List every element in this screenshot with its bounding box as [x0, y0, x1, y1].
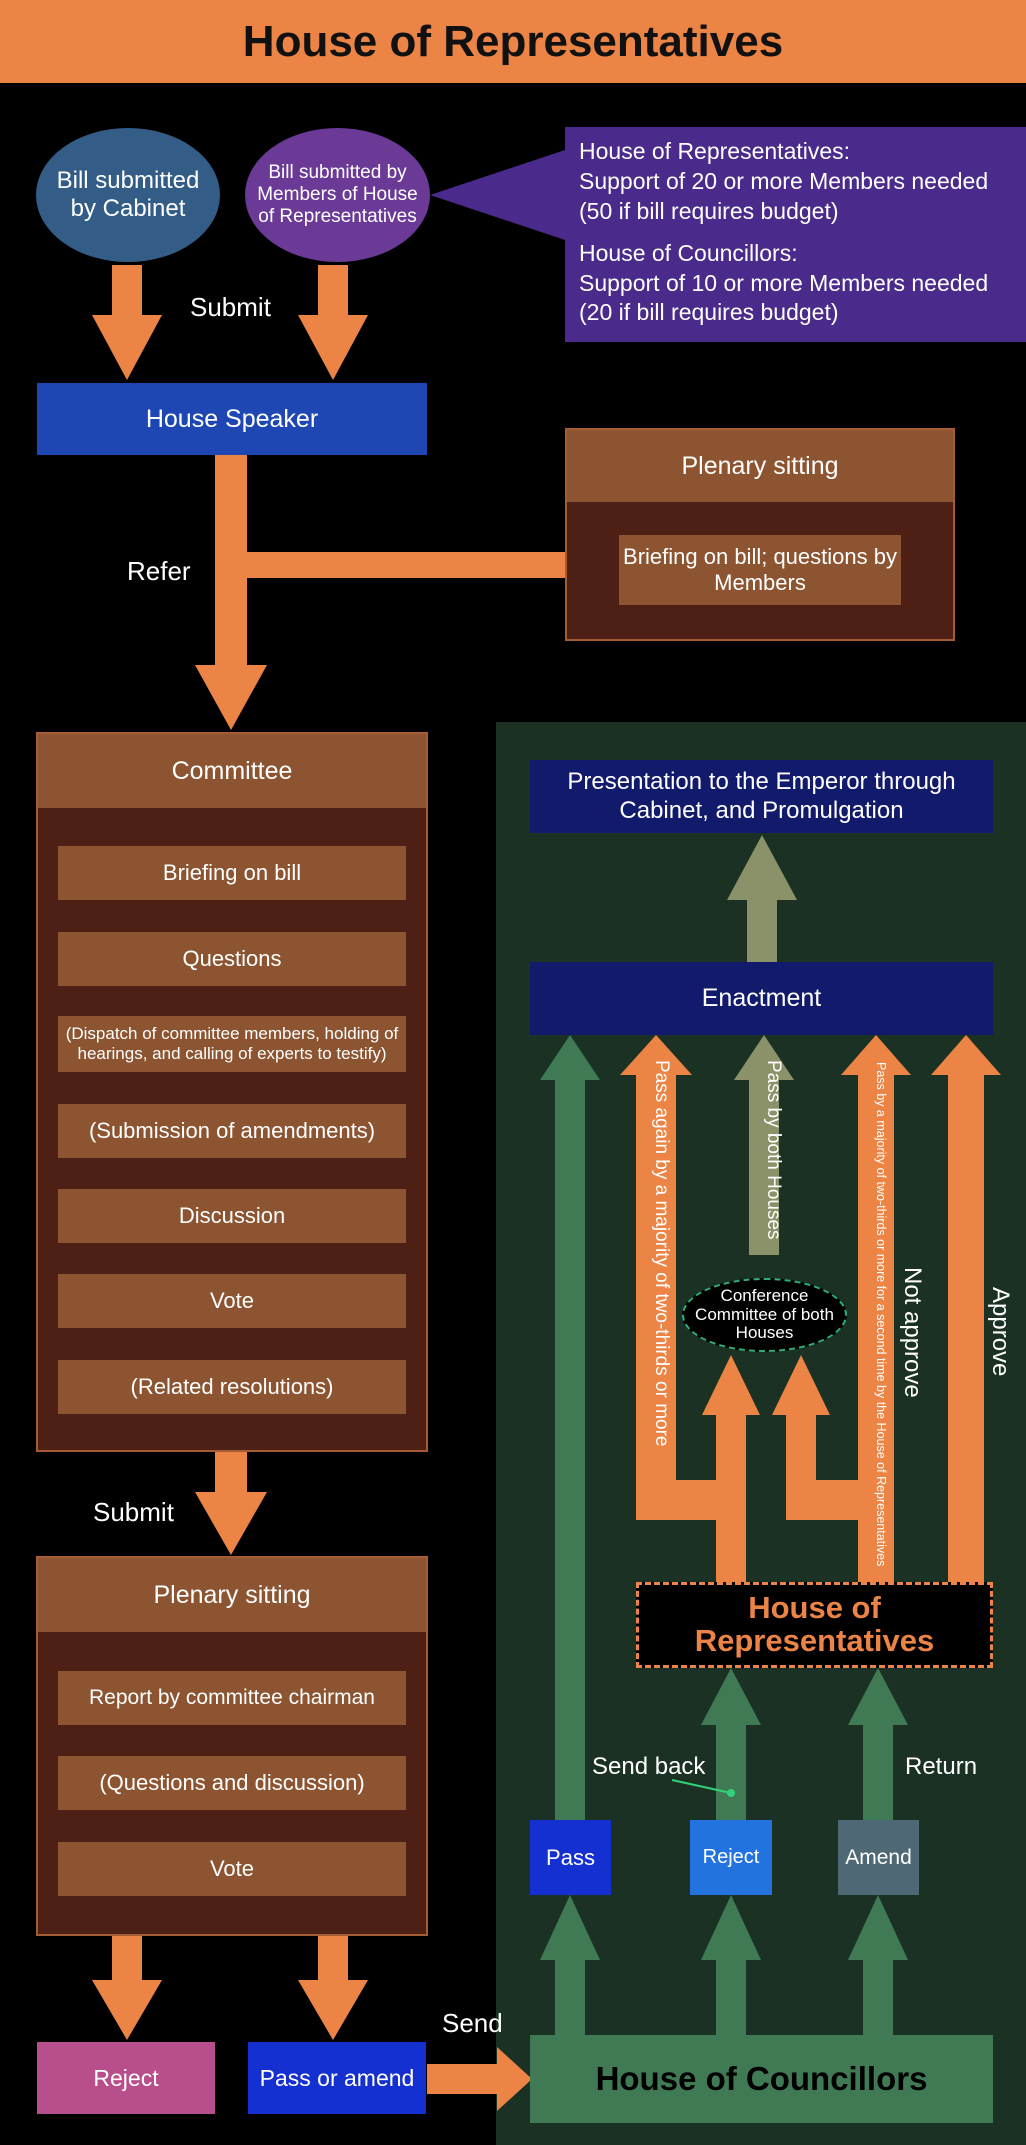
- plenary-sitting-top: Plenary sitting Briefing on bill; questi…: [565, 428, 955, 641]
- councillors-reject-label: Reject: [702, 1846, 760, 1868]
- house-of-representatives-return-box: House of Representatives: [636, 1582, 993, 1668]
- refer-label: Refer: [127, 556, 191, 586]
- plenary-sitting-bottom: Plenary sitting Report by committee chai…: [36, 1556, 428, 1936]
- not-approve-label: Not approve: [899, 1267, 926, 1398]
- committee-item-resolutions: (Related resolutions): [58, 1360, 406, 1414]
- conference-committee-label: Conference Committee of both Houses: [695, 1285, 834, 1343]
- committee-item-discussion: Discussion: [58, 1189, 406, 1243]
- committee-item-dispatch: (Dispatch of committee members, holding …: [58, 1016, 406, 1072]
- bill-by-cabinet-node: Bill submitted by Cabinet: [36, 128, 220, 262]
- plenary-top-item: Briefing on bill; questions by Members: [619, 535, 901, 605]
- bill-by-cabinet-label: Bill submitted by Cabinet: [56, 167, 200, 222]
- house-of-representatives-return-label: House of Representatives: [694, 1590, 935, 1658]
- councillors-reject-box: Reject: [690, 1820, 772, 1895]
- pass-or-amend-outcome: Pass or amend: [248, 2042, 426, 2114]
- hc-requirement-line1: Support of 10 or more Members needed: [579, 269, 989, 296]
- bill-by-members-label: Bill submitted by Members of House of Re…: [257, 162, 418, 227]
- pass-or-amend-label: Pass or amend: [259, 2064, 415, 2091]
- presentation-box: Presentation to the Emperor through Cabi…: [530, 760, 993, 833]
- plenary-bottom-title: Plenary sitting: [38, 1558, 426, 1632]
- hr-requirement-heading: House of Representatives:: [579, 138, 851, 164]
- house-of-councillors-label: House of Councillors: [595, 2060, 928, 2097]
- plenary-item-vote: Vote: [58, 1842, 406, 1896]
- house-speaker-label: House Speaker: [145, 404, 319, 433]
- return-label: Return: [905, 1753, 978, 1780]
- send-back-label: Send back: [592, 1753, 706, 1780]
- pass-both-houses-label: Pass by both Houses: [763, 1060, 784, 1240]
- plenary-item-report: Report by committee chairman: [58, 1671, 406, 1725]
- presentation-label: Presentation to the Emperor through Cabi…: [567, 767, 956, 824]
- hr-requirement-line2: (50 if bill requires budget): [579, 197, 839, 224]
- house-speaker-box: House Speaker: [37, 383, 427, 455]
- councillors-amend-label: Amend: [845, 1845, 912, 1869]
- committee-item-vote: Vote: [58, 1274, 406, 1328]
- conference-committee-node: Conference Committee of both Houses: [682, 1278, 847, 1352]
- pass-second-time-label: Pass by a majority of two-thirds or more…: [874, 1062, 888, 1567]
- councillors-amend-box: Amend: [838, 1820, 919, 1895]
- page-title: House of Representatives: [0, 0, 1026, 83]
- councillors-pass-label: Pass: [546, 1844, 595, 1870]
- committee-panel: Committee Briefing on bill Questions (Di…: [36, 732, 428, 1452]
- submit-label-mid: Submit: [93, 1497, 174, 1527]
- hc-requirement-heading: House of Councillors:: [579, 239, 798, 266]
- hr-requirement-line1: Support of 20 or more Members needed: [579, 167, 989, 194]
- submit-label-top: Submit: [190, 292, 271, 322]
- committee-item-questions: Questions: [58, 932, 406, 986]
- requirements-callout: House of Representatives: Support of 20 …: [565, 127, 1026, 342]
- plenary-item-questions: (Questions and discussion): [58, 1756, 406, 1810]
- hc-requirement-line2: (20 if bill requires budget): [579, 299, 839, 326]
- enactment-box: Enactment: [530, 962, 993, 1035]
- committee-title: Committee: [38, 734, 426, 808]
- house-of-councillors-box: House of Councillors: [530, 2035, 993, 2123]
- reject-outcome-label: Reject: [93, 2064, 159, 2091]
- bill-by-members-node: Bill submitted by Members of House of Re…: [245, 128, 430, 262]
- reject-outcome: Reject: [37, 2042, 215, 2114]
- approve-label: Approve: [987, 1287, 1014, 1377]
- pass-again-label: Pass again by a majority of two-thirds o…: [651, 1060, 672, 1447]
- send-label: Send: [442, 2008, 503, 2038]
- plenary-top-title: Plenary sitting: [567, 430, 953, 502]
- councillors-pass-box: Pass: [530, 1820, 611, 1895]
- committee-item-briefing: Briefing on bill: [58, 846, 406, 900]
- enactment-label: Enactment: [701, 984, 822, 1012]
- committee-item-amendments: (Submission of amendments): [58, 1104, 406, 1158]
